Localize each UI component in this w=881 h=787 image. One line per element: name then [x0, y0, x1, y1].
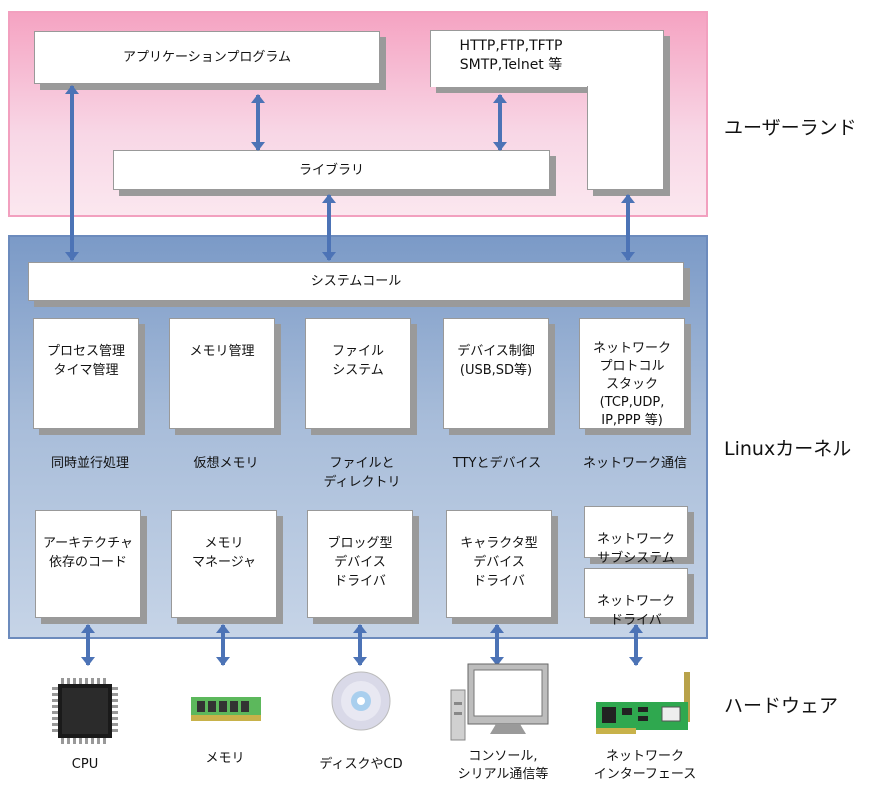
- network-subsystem-box: ネットワーク サブシステム: [584, 506, 688, 566]
- network-subsystem-label: ネットワーク サブシステム: [596, 532, 675, 566]
- network-protocol-label: ネットワーク プロトコル スタック (TCP,UDP, IP,PPP 等): [592, 341, 671, 428]
- char-device-driver-label: キャラクタ型 デバイス ドライバ: [460, 536, 538, 589]
- system-call-box: システムコール: [28, 262, 684, 301]
- arrow-network: [629, 624, 643, 666]
- network-driver-box: ネットワーク ドライバ: [584, 568, 688, 628]
- arrow-cpu: [81, 624, 95, 666]
- device-control-label: デバイス制御 (USB,SD等): [457, 344, 535, 378]
- kernel-bottom-box-arch: アーキテクチャ 依存のコード: [35, 510, 141, 618]
- library-box: ライブラリ: [113, 150, 550, 190]
- kernel-label: Linuxカーネル: [724, 438, 852, 460]
- system-call-label: システムコール: [310, 274, 402, 289]
- arrow-protocols-library: [493, 94, 507, 151]
- application-program-label: アプリケーションプログラム: [123, 50, 291, 65]
- hardware-label-network: ネットワーク インターフェース: [593, 749, 697, 782]
- kernel-bottom-box-char: キャラクタ型 デバイス ドライバ: [446, 510, 552, 618]
- kernel-bottom-box-block: ブロッグ型 デバイス ドライバ: [307, 510, 413, 618]
- file-system-label: ファイル システム: [331, 344, 384, 378]
- files-directories-label: ファイルと ディレクトリ: [323, 456, 401, 490]
- process-management-label: プロセス管理 タイマ管理: [46, 344, 125, 378]
- network-driver-label: ネットワーク ドライバ: [596, 594, 675, 628]
- arrow-app-library: [251, 94, 265, 151]
- concurrency-label: 同時並行処理: [50, 456, 129, 471]
- library-label: ライブラリ: [298, 162, 364, 178]
- application-program-box: アプリケーションプログラム: [34, 31, 380, 84]
- arrow-library-syscall: [322, 194, 336, 261]
- protocols-box: HTTP,FTP,TFTP SMTP,Telnet 等: [430, 30, 664, 87]
- hardware-label: ハードウェア: [724, 695, 839, 717]
- memory-management-label: メモリ管理: [189, 344, 255, 359]
- arrow-protocols-syscall: [621, 194, 635, 261]
- tty-devices-label: TTYとデバイス: [452, 456, 542, 471]
- memory-manager-label: メモリ マネージャ: [191, 536, 257, 570]
- network-communication-label: ネットワーク通信: [582, 456, 687, 471]
- hardware-label-disk: ディスクやCD: [319, 757, 403, 772]
- protocols-box-leg: [587, 86, 664, 190]
- arrow-app-syscall: [65, 85, 79, 261]
- hardware-label-console: コンソール, シリアル通信等: [457, 749, 549, 782]
- arrow-memory: [216, 624, 230, 666]
- virtual-memory-label: 仮想メモリ: [193, 456, 259, 471]
- userland-label: ユーザーランド: [724, 117, 857, 139]
- kernel-bottom-box-memory: メモリ マネージャ: [171, 510, 277, 618]
- cpu-chip-icon: [52, 678, 118, 744]
- architecture-code-label: アーキテクチャ 依存のコード: [42, 536, 134, 570]
- kernel-top-box-process: プロセス管理 タイマ管理: [33, 318, 139, 429]
- arrow-disk: [353, 624, 367, 666]
- memory-module-icon: [191, 697, 261, 721]
- kernel-top-box-memory: メモリ管理: [169, 318, 275, 429]
- optical-disc-icon: [331, 671, 391, 731]
- arrow-console: [490, 624, 504, 666]
- kernel-top-box-filesystem: ファイル システム: [305, 318, 411, 429]
- kernel-top-box-network: ネットワーク プロトコル スタック (TCP,UDP, IP,PPP 等): [579, 318, 685, 429]
- hardware-label-memory: メモリ: [205, 751, 245, 766]
- hardware-label-cpu: CPU: [71, 757, 99, 772]
- block-device-driver-label: ブロッグ型 デバイス ドライバ: [327, 536, 393, 589]
- network-card-icon: [596, 672, 690, 734]
- protocols-label: HTTP,FTP,TFTP SMTP,Telnet 等: [459, 38, 563, 73]
- monitor-icon: [450, 663, 549, 741]
- kernel-top-box-device: デバイス制御 (USB,SD等): [443, 318, 549, 429]
